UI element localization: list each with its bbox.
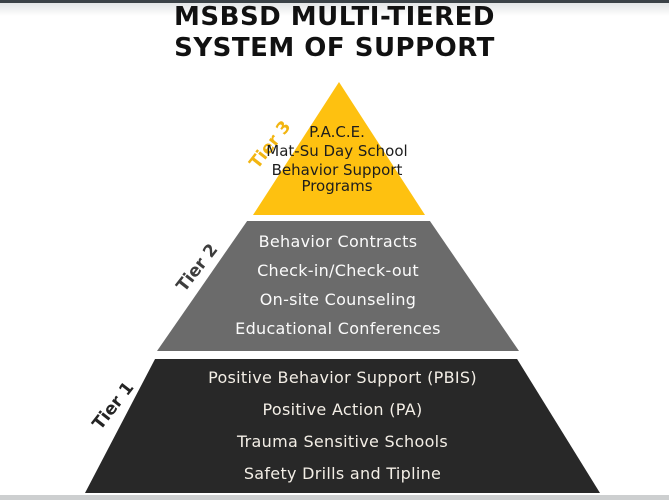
tier2-item: Educational Conferences: [235, 319, 441, 338]
tier1-item: Positive Behavior Support (PBIS): [208, 368, 477, 387]
tier2-item: On-site Counseling: [259, 290, 417, 309]
page-top-edge: [0, 0, 669, 3]
tier1-item: Trauma Sensitive Schools: [236, 432, 449, 451]
tier3-item: P.A.C.E.: [309, 123, 365, 141]
tier1-items: Positive Behavior Support (PBIS) Positiv…: [85, 369, 600, 497]
tier1-item: Positive Action (PA): [262, 400, 423, 419]
tier1-trapezoid: [85, 359, 600, 493]
tier1-item: Safety Drills and Tipline: [243, 464, 442, 483]
tier2-items: Behavior Contracts Check-in/Check-out On…: [157, 233, 519, 349]
tier2-item: Behavior Contracts: [258, 232, 418, 251]
tier3-items: P.A.C.E. Mat-Su Day School Behavior Supp…: [247, 124, 427, 197]
tier3-item: Behavior Support Programs: [271, 161, 403, 195]
page-top-shade: [0, 3, 669, 16]
tier2-item: Check-in/Check-out: [257, 261, 419, 280]
page-title-line2: SYSTEM OF SUPPORT: [174, 33, 495, 63]
page-title: MSBSD MULTI-TIERED SYSTEM OF SUPPORT: [0, 2, 669, 64]
page-bottom-edge: [0, 495, 669, 500]
tier3-item: Mat-Su Day School: [266, 142, 408, 160]
page-title-line1: MSBSD MULTI-TIERED: [174, 2, 495, 32]
